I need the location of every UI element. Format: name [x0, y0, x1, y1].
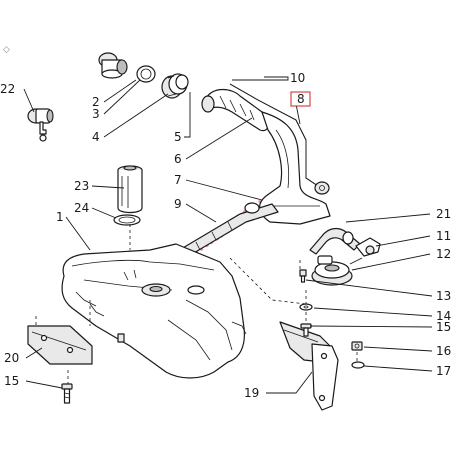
- callout-9: 9: [174, 197, 182, 211]
- callout-21: 21: [436, 207, 451, 221]
- part-12-pump-flange: [311, 255, 363, 286]
- callout-8: 8: [297, 92, 305, 106]
- callout-4: 4: [92, 130, 100, 144]
- callout-20: 20: [4, 351, 19, 365]
- callout-22: 22: [0, 82, 15, 96]
- callout-24: 24: [74, 201, 89, 215]
- leader-lines: [23, 76, 433, 394]
- callout-12: 12: [436, 247, 451, 261]
- part-16-nut: [351, 341, 363, 351]
- part-6-filler-hose: [201, 88, 270, 132]
- callout-23: 23: [74, 179, 89, 193]
- part-13-screw: [299, 269, 307, 283]
- corner-mark: ◇: [3, 45, 10, 55]
- callout-14: 14: [436, 309, 451, 323]
- callout-5: 5: [174, 130, 182, 144]
- part-2-filler-cap: [98, 52, 128, 79]
- callout-3: 3: [92, 107, 100, 121]
- callout-8-frame: [290, 91, 311, 107]
- part-3-clamp-ring: [136, 65, 156, 83]
- part-11-pipe-coupling: [355, 237, 381, 257]
- callout-13: 13: [436, 289, 451, 303]
- callout-7: 7: [174, 173, 182, 187]
- callout-19: 19: [244, 386, 259, 400]
- part-21-hose: [309, 227, 361, 255]
- part-22-lock-cylinder: [27, 108, 54, 142]
- callout-15-right: 15: [436, 320, 451, 334]
- part-15-bolt-left: [61, 383, 73, 404]
- part-24-seal-ring: [113, 214, 141, 226]
- part-4-filler-flange: [161, 73, 189, 99]
- callout-15-left: 15: [4, 374, 19, 388]
- callout-16: 16: [436, 344, 451, 358]
- callout-17: 17: [436, 364, 451, 378]
- part-19-tank-strap: [279, 321, 339, 411]
- callout-labels: 22 2 3 4 5 10 8 6 7 9 23 24 1 21 11 12 1…: [0, 71, 451, 400]
- part-17-washer: [351, 361, 365, 369]
- callout-6: 6: [174, 152, 182, 166]
- part-15-bolt-right: [300, 323, 312, 337]
- part-20-bracket: [27, 325, 93, 365]
- part-1-fuel-tank: [61, 243, 247, 379]
- callout-1: 1: [56, 210, 64, 224]
- part-23-fuel-pump: [117, 165, 143, 214]
- callout-2: 2: [92, 95, 100, 109]
- callout-11: 11: [436, 229, 451, 243]
- part-7-filler-neck-tube: [259, 111, 331, 225]
- part-10-breather-pipe: [229, 83, 319, 187]
- part-14-washer: [299, 303, 313, 311]
- callout-10: 10: [290, 71, 305, 85]
